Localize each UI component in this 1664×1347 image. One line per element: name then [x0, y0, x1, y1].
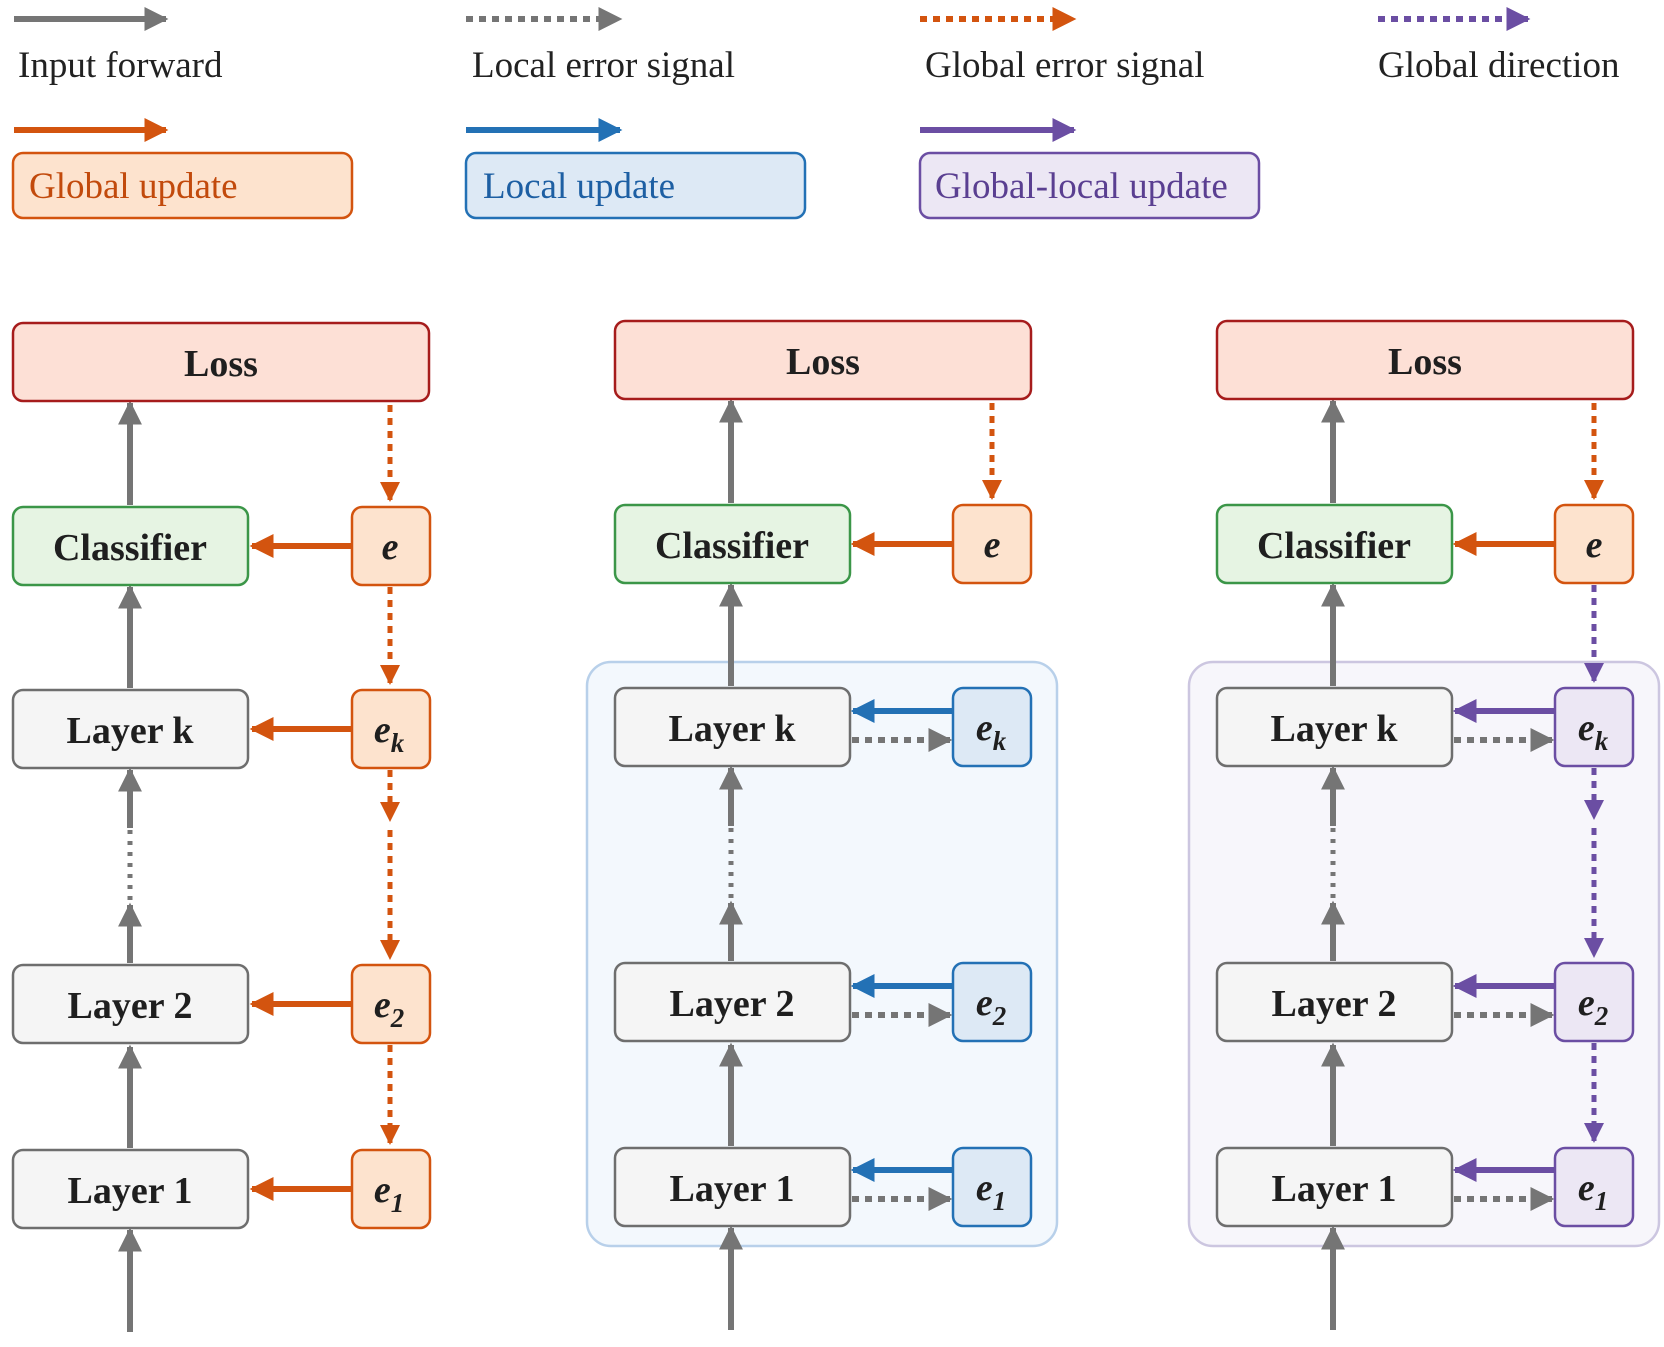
layer-2-box: [11, 963, 250, 1045]
classifier-box: [613, 503, 852, 585]
loss-box: [1215, 319, 1635, 401]
error-e2-box: [1553, 961, 1635, 1043]
layer-1-label: Layer 1: [68, 1170, 193, 1212]
loss-box: [11, 321, 431, 403]
legend-global-update-box: [11, 151, 354, 220]
error-e-label: e: [1586, 524, 1603, 566]
error-e2-box: [350, 963, 432, 1045]
error-e-box: [951, 503, 1033, 585]
legend-global-update-label: Global update: [29, 166, 238, 207]
error-e-label: e: [984, 524, 1001, 566]
error-e2-label: e2: [976, 982, 1006, 1031]
error-e-box: [350, 505, 432, 587]
error-e-label: e: [382, 526, 399, 568]
legend-global-direction-label: Global direction: [1378, 45, 1619, 86]
layer-1-label: Layer 1: [1272, 1168, 1397, 1210]
error-ek-box: [951, 686, 1033, 768]
classifier-label: Classifier: [53, 527, 207, 569]
error-e1-box: [1553, 1146, 1635, 1228]
global-local-region: [1187, 660, 1661, 1248]
error-e1-box: [951, 1146, 1033, 1228]
layer-k-box: [1215, 686, 1454, 768]
error-e1-label: e1: [1578, 1167, 1608, 1216]
layer-2-box: [1215, 961, 1454, 1043]
error-e1-label: e1: [374, 1169, 404, 1218]
legend: Input forward Local error signal Global …: [11, 7, 1619, 220]
layer-k-label: Layer k: [66, 710, 194, 752]
error-e1-label: e1: [976, 1167, 1006, 1216]
loss-label: Loss: [184, 343, 258, 385]
error-e1-box: [350, 1148, 432, 1230]
panel-local: Loss Classifier Layer k Layer 2 Layer 1 …: [585, 319, 1059, 1330]
classifier-box: [11, 505, 250, 587]
layer-1-label: Layer 1: [670, 1168, 795, 1210]
error-ek-box: [350, 688, 432, 770]
layer-k-label: Layer k: [1270, 708, 1398, 750]
error-ek-label: ek: [374, 709, 405, 758]
local-region: [585, 660, 1059, 1248]
layer-1-box: [613, 1146, 852, 1228]
legend-local-update-label: Local update: [483, 166, 675, 207]
layer-2-label: Layer 2: [68, 985, 193, 1027]
classifier-label: Classifier: [655, 525, 809, 567]
layer-k-label: Layer k: [668, 708, 796, 750]
layer-1-box: [11, 1148, 250, 1230]
layer-2-label: Layer 2: [1272, 983, 1397, 1025]
legend-global-local-update-box: [918, 151, 1261, 220]
error-e2-label: e2: [374, 984, 404, 1033]
legend-global-error-label: Global error signal: [925, 45, 1204, 86]
legend-local-error-label: Local error signal: [472, 45, 735, 86]
panel-global-local: Loss Classifier Layer k Layer 2 Layer 1 …: [1187, 319, 1661, 1330]
layer-2-label: Layer 2: [670, 983, 795, 1025]
loss-label: Loss: [1388, 341, 1462, 383]
legend-input-forward-label: Input forward: [18, 45, 223, 86]
loss-label: Loss: [786, 341, 860, 383]
layer-1-box: [1215, 1146, 1454, 1228]
legend-global-local-update-label: Global-local update: [935, 166, 1228, 207]
legend-local-update-box: [464, 151, 807, 220]
error-ek-label: ek: [1578, 707, 1609, 756]
error-ek-label: ek: [976, 707, 1007, 756]
classifier-label: Classifier: [1257, 525, 1411, 567]
loss-box: [613, 319, 1033, 401]
layer-2-box: [613, 961, 852, 1043]
layer-k-box: [11, 688, 250, 770]
classifier-box: [1215, 503, 1454, 585]
error-e2-label: e2: [1578, 982, 1608, 1031]
layer-k-box: [613, 686, 852, 768]
error-ek-box: [1553, 686, 1635, 768]
error-e2-box: [951, 961, 1033, 1043]
error-e-box: [1553, 503, 1635, 585]
panel-global: Loss Classifier Layer k Layer 2 Layer 1 …: [11, 321, 432, 1332]
